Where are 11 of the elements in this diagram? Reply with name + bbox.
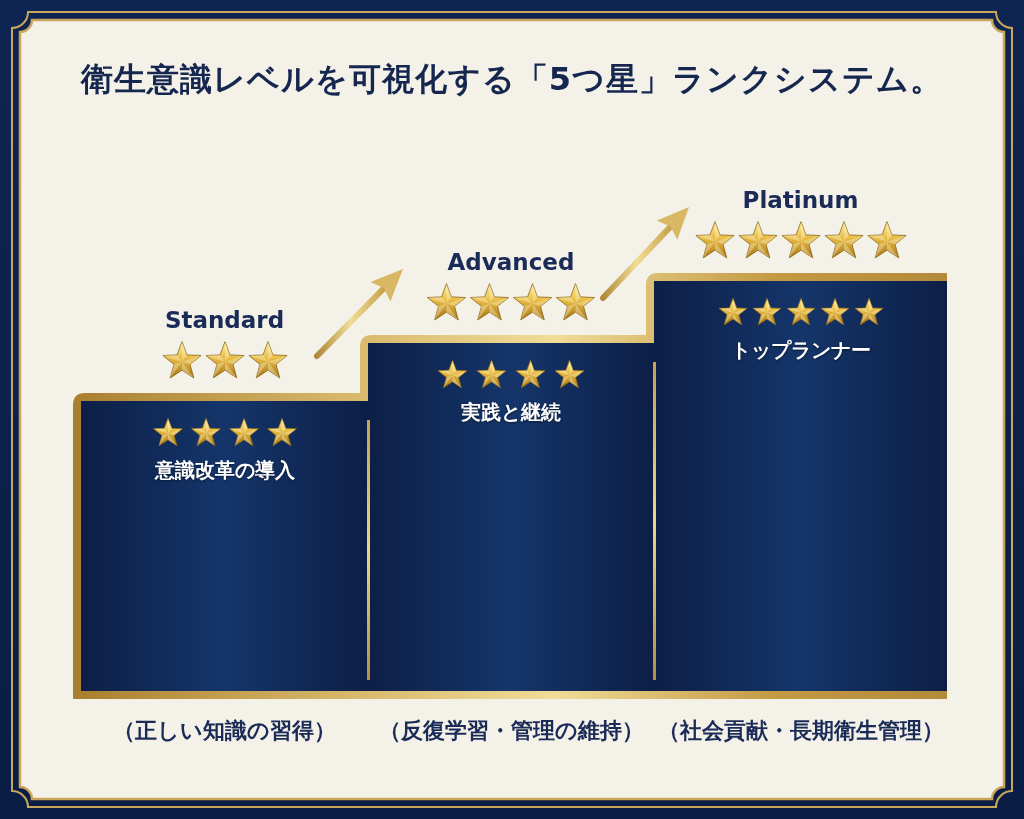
step-caption: （反復学習・管理の維持） xyxy=(378,717,644,745)
level-heading: Standard xyxy=(164,306,285,335)
step-label: 意識改革の導入 xyxy=(154,457,295,483)
step-label: トップランナー xyxy=(730,337,871,363)
level-heading: Platinum xyxy=(742,186,859,215)
title: 衛生意識レベルを可視化する「5つ星」ランクシステム。 xyxy=(80,59,944,100)
step-label: 実践と継続 xyxy=(461,399,561,425)
arrow xyxy=(314,269,403,359)
step-caption: （社会貢献・長期衛生管理） xyxy=(657,717,944,745)
level-heading: Advanced xyxy=(447,248,575,277)
step-caption: （正しい知識の習得） xyxy=(113,717,336,745)
